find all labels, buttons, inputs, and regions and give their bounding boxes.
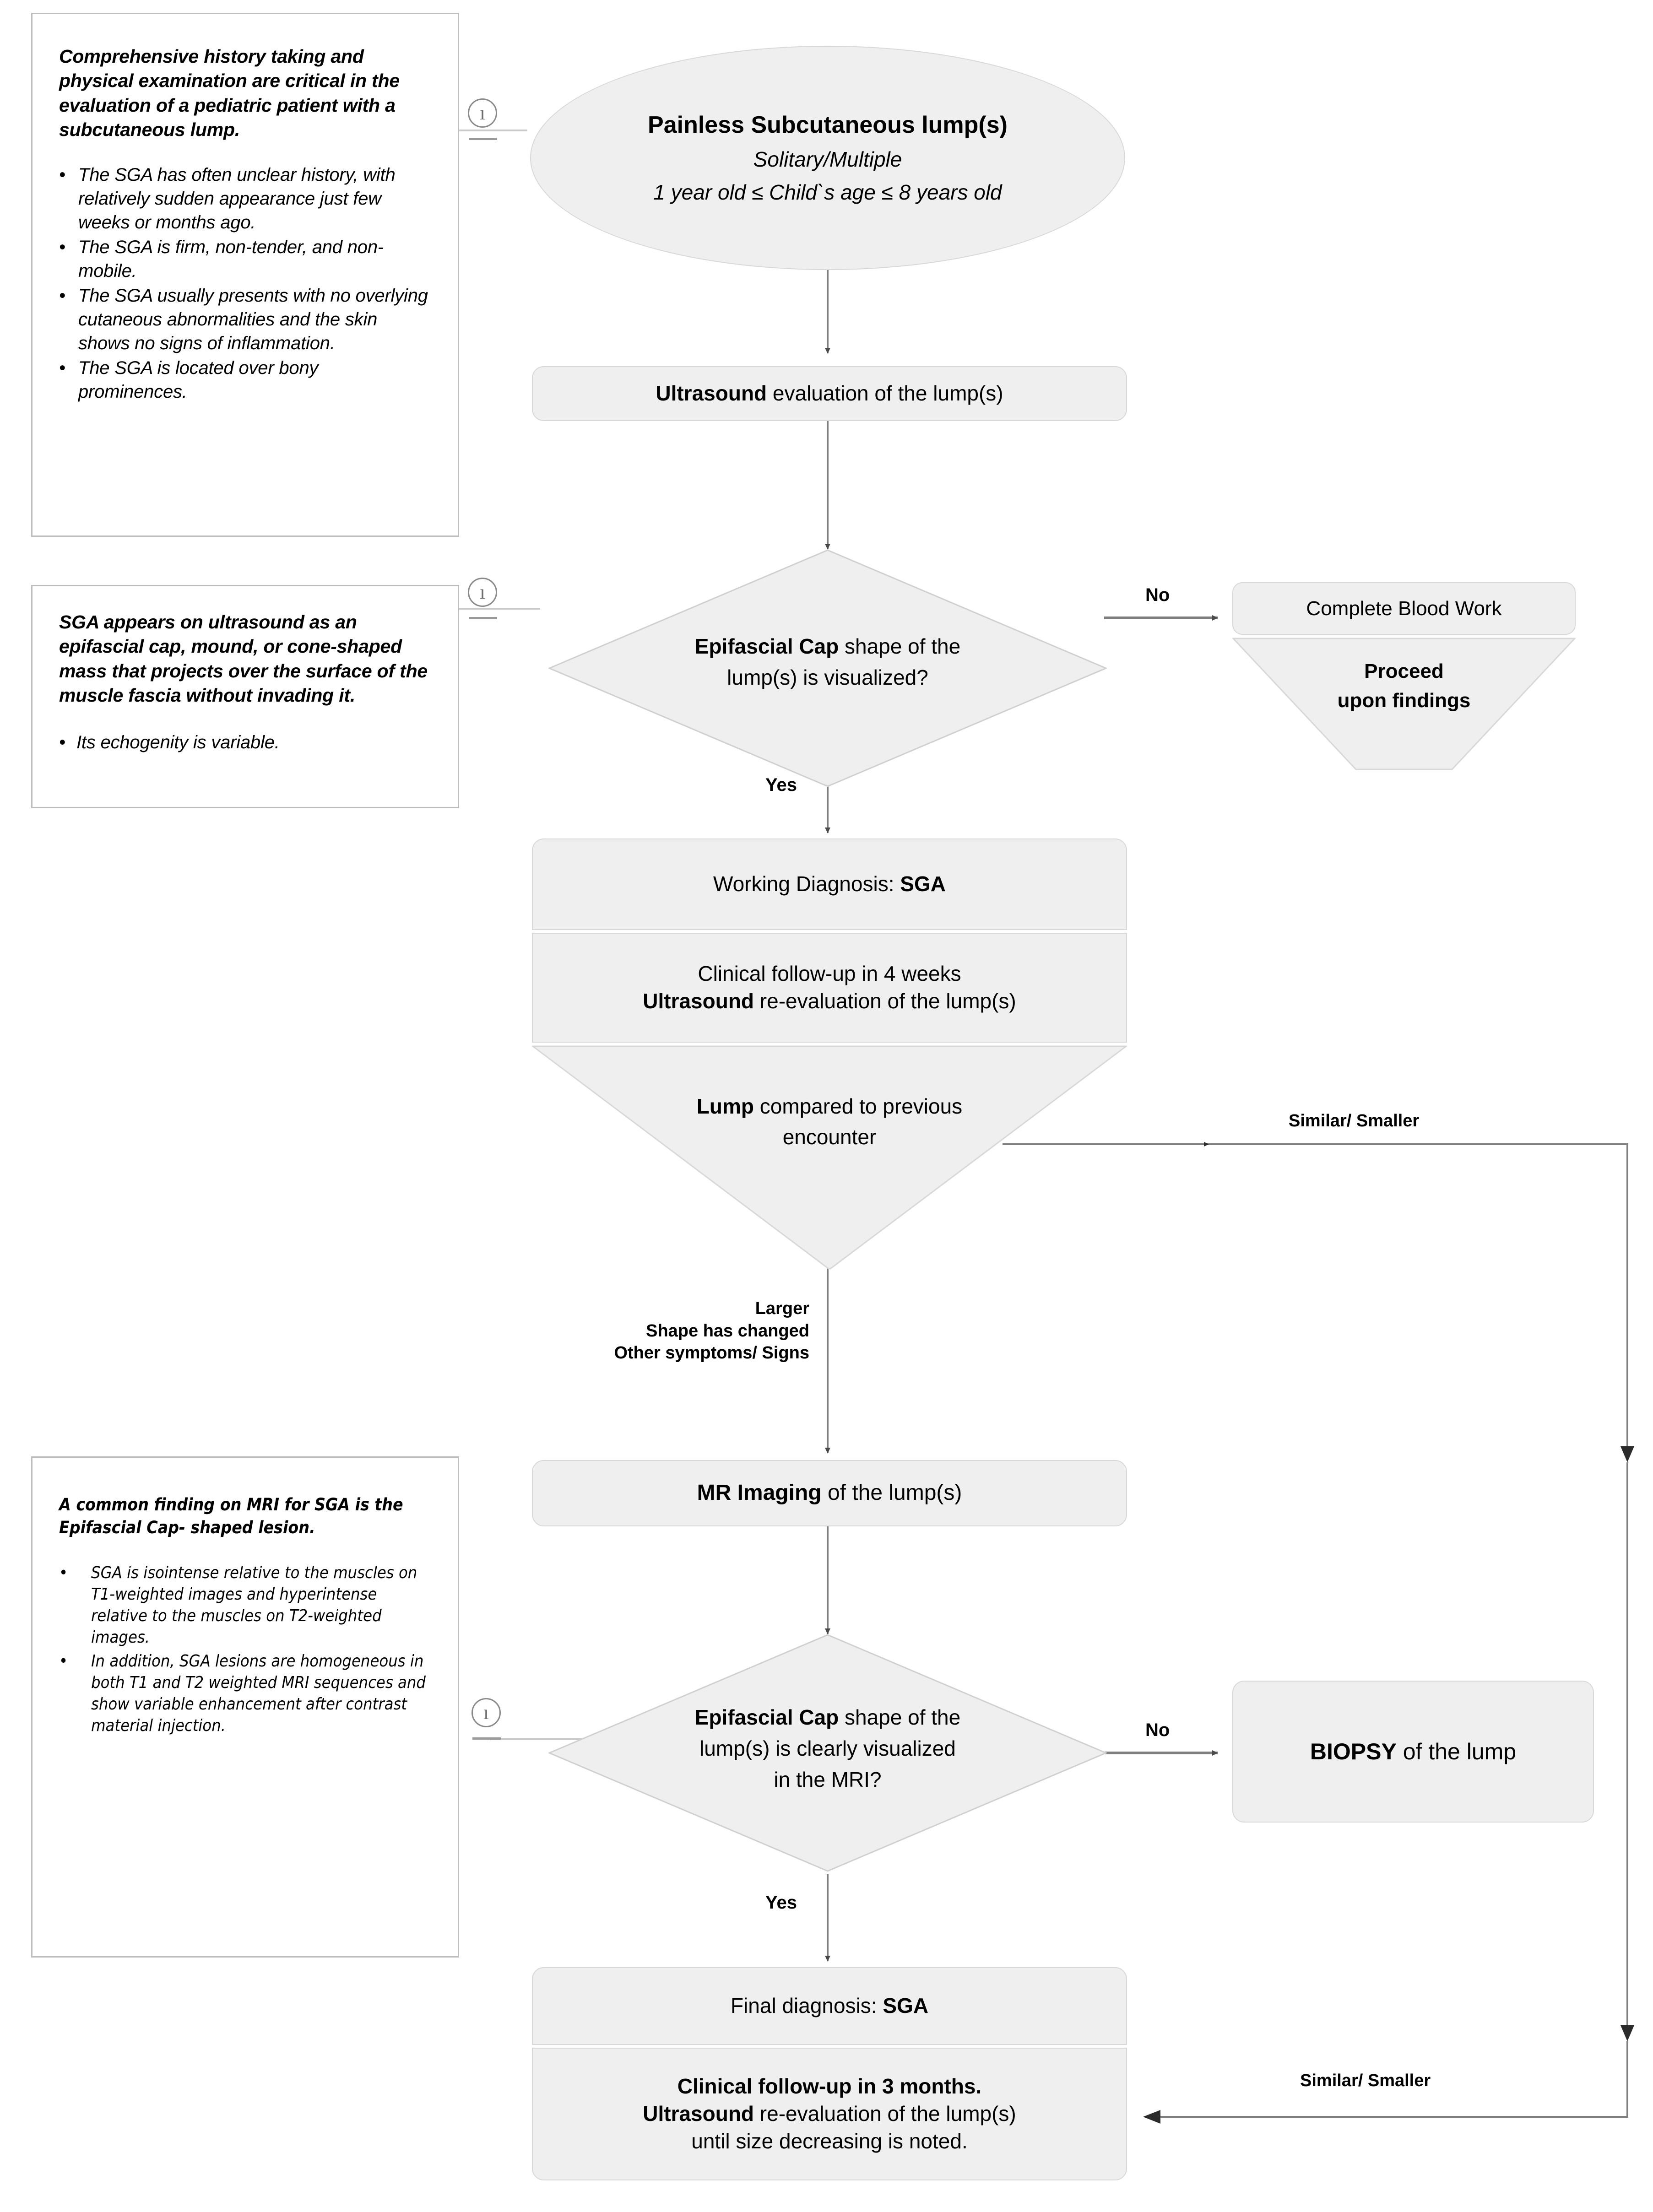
decision2-line3: in the MRI? <box>774 1768 882 1792</box>
node-start-title: Painless Subcutaneous lump(s) <box>648 111 1008 138</box>
node-decision-mri-text: Epifascial Cap shape of the lump(s) is c… <box>548 1702 1107 1795</box>
node-working-diagnosis[interactable]: Working Diagnosis: SGA <box>532 838 1127 930</box>
note-bullet-list: • SGA is isointense relative to the musc… <box>59 1563 436 1736</box>
node-decision-ultrasound[interactable]: Epifascial Cap shape of the lump(s) is v… <box>548 549 1107 787</box>
list-item: • The SGA usually presents with no overl… <box>59 284 431 355</box>
followup4-line1: Clinical follow-up in 4 weeks <box>698 962 961 986</box>
edge-label-similar-smaller-top: Similar/ Smaller <box>1289 1111 1420 1130</box>
info-icon: ı <box>468 98 497 128</box>
working-diagnosis-value: SGA <box>900 872 946 896</box>
bullet-glyph: • <box>59 732 65 753</box>
list-item: • The SGA is firm, non-tender, and non-m… <box>59 235 431 283</box>
list-item: • The SGA has often unclear history, wit… <box>59 163 431 234</box>
followup3-rest: re-evaluation of the lump(s) <box>754 2102 1016 2126</box>
note-heading: A common finding on MRI for SGA is the E… <box>59 1495 403 1537</box>
edge-label-similar-smaller-bottom: Similar/ Smaller <box>1300 2071 1431 2090</box>
node-start-age-range: 1 year old ≤ Child`s age ≤ 8 years old <box>653 180 1002 204</box>
note-bullet-list: • Its echogenity is variable. <box>59 730 431 754</box>
node-decision-ultrasound-text: Epifascial Cap shape of the lump(s) is v… <box>548 631 1107 693</box>
node-ultrasound-bold: Ultrasound <box>656 381 767 406</box>
node-start-painless-lump[interactable]: Painless Subcutaneous lump(s) Solitary/M… <box>530 46 1125 270</box>
edge-label-yes-mri: Yes <box>765 1893 797 1913</box>
decision2-bold: Epifascial Cap <box>694 1705 839 1729</box>
followup3-line3: until size decreasing is noted. <box>691 2129 968 2153</box>
decision2-rest: shape of the <box>839 1705 961 1729</box>
note-heading: SGA appears on ultrasound as an epifasci… <box>59 611 428 706</box>
note-box-ultrasound: SGA appears on ultrasound as an epifasci… <box>31 585 459 808</box>
list-item: • The SGA is located over bony prominenc… <box>59 356 431 404</box>
node-complete-blood-work[interactable]: Complete Blood Work <box>1232 582 1576 635</box>
list-item: • SGA is isointense relative to the musc… <box>59 1563 436 1648</box>
bullet-glyph: • <box>59 358 65 379</box>
edge-label-larger-changed: Larger Shape has changed Other symptoms/… <box>614 1299 809 1363</box>
list-item: • In addition, SGA lesions are homogeneo… <box>59 1651 436 1736</box>
node-blood-work-label: Complete Blood Work <box>1306 597 1502 620</box>
decision1-bold: Epifascial Cap <box>694 634 839 658</box>
biopsy-rest: of the lump <box>1396 1738 1517 1764</box>
list-item-label: The SGA is located over bony prominences… <box>78 358 319 402</box>
decision1-line2: lump(s) is visualized? <box>727 665 928 690</box>
note-box-mri: A common finding on MRI for SGA is the E… <box>31 1456 459 1958</box>
list-item-label: The SGA is firm, non-tender, and non-mob… <box>78 237 384 281</box>
node-followup-3-months[interactable]: Clinical follow-up in 3 months. Ultrasou… <box>532 2048 1127 2180</box>
list-item-label: SGA is isointense relative to the muscle… <box>91 1563 417 1647</box>
list-item-label: Its echogenity is variable. <box>76 732 280 753</box>
working-diagnosis-label: Working Diagnosis: <box>713 872 900 896</box>
compare-rest: compared to previous <box>754 1094 963 1118</box>
info-connector-line <box>469 138 497 140</box>
node-ultrasound-rest: evaluation of the lump(s) <box>767 381 1003 406</box>
node-lump-comparison[interactable]: Lump compared to previous encounter <box>532 1045 1127 1270</box>
note-box-history: Comprehensive history taking and physica… <box>31 13 459 537</box>
mri-bold: MR Imaging <box>697 1481 822 1505</box>
note-heading: Comprehensive history taking and physica… <box>59 46 400 140</box>
node-decision-mri[interactable]: Epifascial Cap shape of the lump(s) is c… <box>548 1634 1107 1872</box>
list-item: • Its echogenity is variable. <box>59 730 431 754</box>
bullet-glyph: • <box>59 1563 68 1583</box>
bullet-glyph: • <box>59 286 65 306</box>
final-diagnosis-value: SGA <box>883 1994 929 2018</box>
info-connector-line <box>472 1737 501 1740</box>
followup4-rest: re-evaluation of the lump(s) <box>754 989 1016 1013</box>
info-icon: ı <box>468 578 497 607</box>
node-biopsy[interactable]: BIOPSY of the lump <box>1232 1681 1594 1823</box>
proceed-line2: upon findings <box>1337 689 1471 712</box>
bullet-glyph: • <box>59 165 65 185</box>
proceed-line1: Proceed <box>1364 660 1444 682</box>
compare-bold: Lump <box>696 1094 754 1118</box>
node-ultrasound-evaluation[interactable]: Ultrasound evaluation of the lump(s) <box>532 366 1127 421</box>
list-item-label: The SGA has often unclear history, with … <box>78 165 396 233</box>
node-followup-4-weeks[interactable]: Clinical follow-up in 4 weeks Ultrasound… <box>532 933 1127 1043</box>
node-start-subtitle: Solitary/Multiple <box>753 147 902 172</box>
followup3-bold: Ultrasound <box>643 2102 754 2126</box>
compare-line2: encounter <box>782 1125 877 1149</box>
bullet-glyph: • <box>59 1652 68 1671</box>
decision1-rest: shape of the <box>839 634 961 658</box>
list-item-label: The SGA usually presents with no overlyi… <box>78 286 428 354</box>
node-mr-imaging[interactable]: MR Imaging of the lump(s) <box>532 1460 1127 1526</box>
node-blood-work-proceed[interactable]: Proceed upon findings <box>1232 638 1576 770</box>
node-final-diagnosis[interactable]: Final diagnosis: SGA <box>532 1967 1127 2045</box>
mri-rest: of the lump(s) <box>821 1481 962 1505</box>
info-connector-line <box>469 617 497 619</box>
bullet-glyph: • <box>59 237 65 258</box>
list-item-label: In addition, SGA lesions are homogeneous… <box>91 1652 426 1735</box>
edge-label-no-mri: No <box>1145 1720 1170 1740</box>
edge-label-yes-ultrasound: Yes <box>765 775 797 795</box>
biopsy-bold: BIOPSY <box>1310 1738 1397 1764</box>
final-diagnosis-label: Final diagnosis: <box>730 1994 883 2018</box>
node-blood-work-proceed-text: Proceed upon findings <box>1232 657 1576 715</box>
followup4-bold: Ultrasound <box>643 989 754 1013</box>
decision2-line2: lump(s) is clearly visualized <box>699 1736 956 1761</box>
edge-label-no-ultrasound: No <box>1145 585 1170 605</box>
node-lump-comparison-text: Lump compared to previous encounter <box>532 1091 1127 1152</box>
note-bullet-list: • The SGA has often unclear history, wit… <box>59 163 431 404</box>
followup3-line1: Clinical follow-up in 3 months. <box>677 2074 982 2098</box>
info-icon: ı <box>472 1698 501 1727</box>
